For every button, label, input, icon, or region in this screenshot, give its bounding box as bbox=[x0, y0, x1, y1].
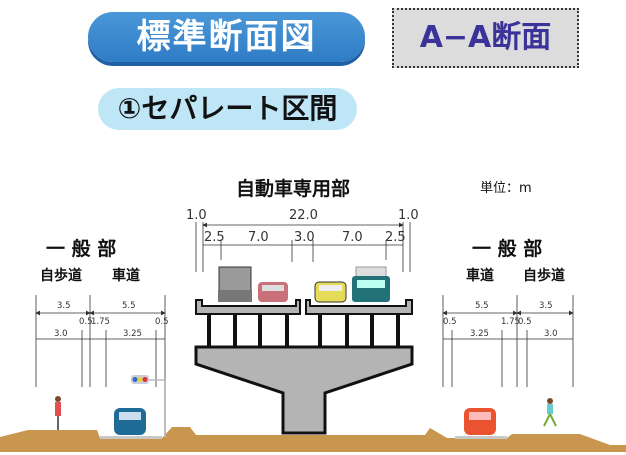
car-orange bbox=[464, 408, 496, 435]
deck-right bbox=[305, 299, 413, 315]
dim-lane: 7.0 bbox=[342, 230, 363, 245]
left-roadway-label: 車道 bbox=[112, 268, 140, 284]
truck-right bbox=[352, 266, 390, 302]
traffic-light-icon bbox=[131, 375, 149, 384]
dim-left: 3.25 bbox=[123, 329, 142, 339]
dim-right: 3.0 bbox=[544, 329, 558, 339]
section-subtitle: ①セパレート区間 bbox=[98, 88, 357, 130]
dim-total: 22.0 bbox=[289, 208, 318, 223]
ground bbox=[0, 427, 626, 452]
dim-right: 3.25 bbox=[470, 329, 489, 339]
dim-left: 1.75 bbox=[91, 317, 110, 327]
right-road-surface bbox=[455, 436, 507, 439]
dim-left: 0.5 bbox=[155, 317, 169, 327]
bridge-columns bbox=[207, 314, 400, 347]
dim-right: 3.5 bbox=[539, 301, 553, 311]
expressway-heading: 自動車専用部 bbox=[236, 178, 351, 200]
dim-lane: 7.0 bbox=[248, 230, 269, 245]
cyclist-right-icon bbox=[543, 398, 557, 427]
general-right-heading: 一 般 部 bbox=[472, 238, 543, 260]
left-sidewalk-label: 自歩道 bbox=[40, 268, 82, 284]
dim-right: 1.75 bbox=[501, 317, 520, 327]
dim-right: 0.5 bbox=[443, 317, 457, 327]
dim-right: 0.5 bbox=[518, 317, 532, 327]
page-title: 標準断面図 bbox=[88, 12, 365, 62]
dim-lane: 2.5 bbox=[204, 230, 225, 245]
dim-edge-right: 1.0 bbox=[398, 208, 419, 223]
dim-left: 3.0 bbox=[54, 329, 68, 339]
cyclist-left-icon bbox=[55, 396, 61, 430]
truck-left bbox=[218, 266, 252, 302]
right-roadway-label: 車道 bbox=[466, 268, 494, 284]
right-sidewalk-label: 自歩道 bbox=[523, 268, 565, 284]
dim-right: 5.5 bbox=[475, 301, 489, 311]
left-road-surface bbox=[100, 436, 162, 439]
car-yellow bbox=[314, 281, 347, 303]
dimension-lines bbox=[35, 222, 574, 387]
dim-lane: 2.5 bbox=[385, 230, 406, 245]
dim-left: 0.5 bbox=[79, 317, 93, 327]
unit-label: 単位：m bbox=[480, 181, 532, 196]
dim-lane: 3.0 bbox=[294, 230, 315, 245]
bridge-pier bbox=[194, 345, 414, 435]
dim-left: 5.5 bbox=[122, 301, 136, 311]
dim-edge-left: 1.0 bbox=[186, 208, 207, 223]
deck-left bbox=[195, 299, 301, 315]
general-left-heading: 一 般 部 bbox=[46, 238, 117, 260]
car-blue bbox=[114, 408, 146, 435]
car-pink bbox=[258, 282, 288, 302]
section-label: A−A断面 bbox=[392, 8, 579, 68]
dim-left: 3.5 bbox=[57, 301, 71, 311]
